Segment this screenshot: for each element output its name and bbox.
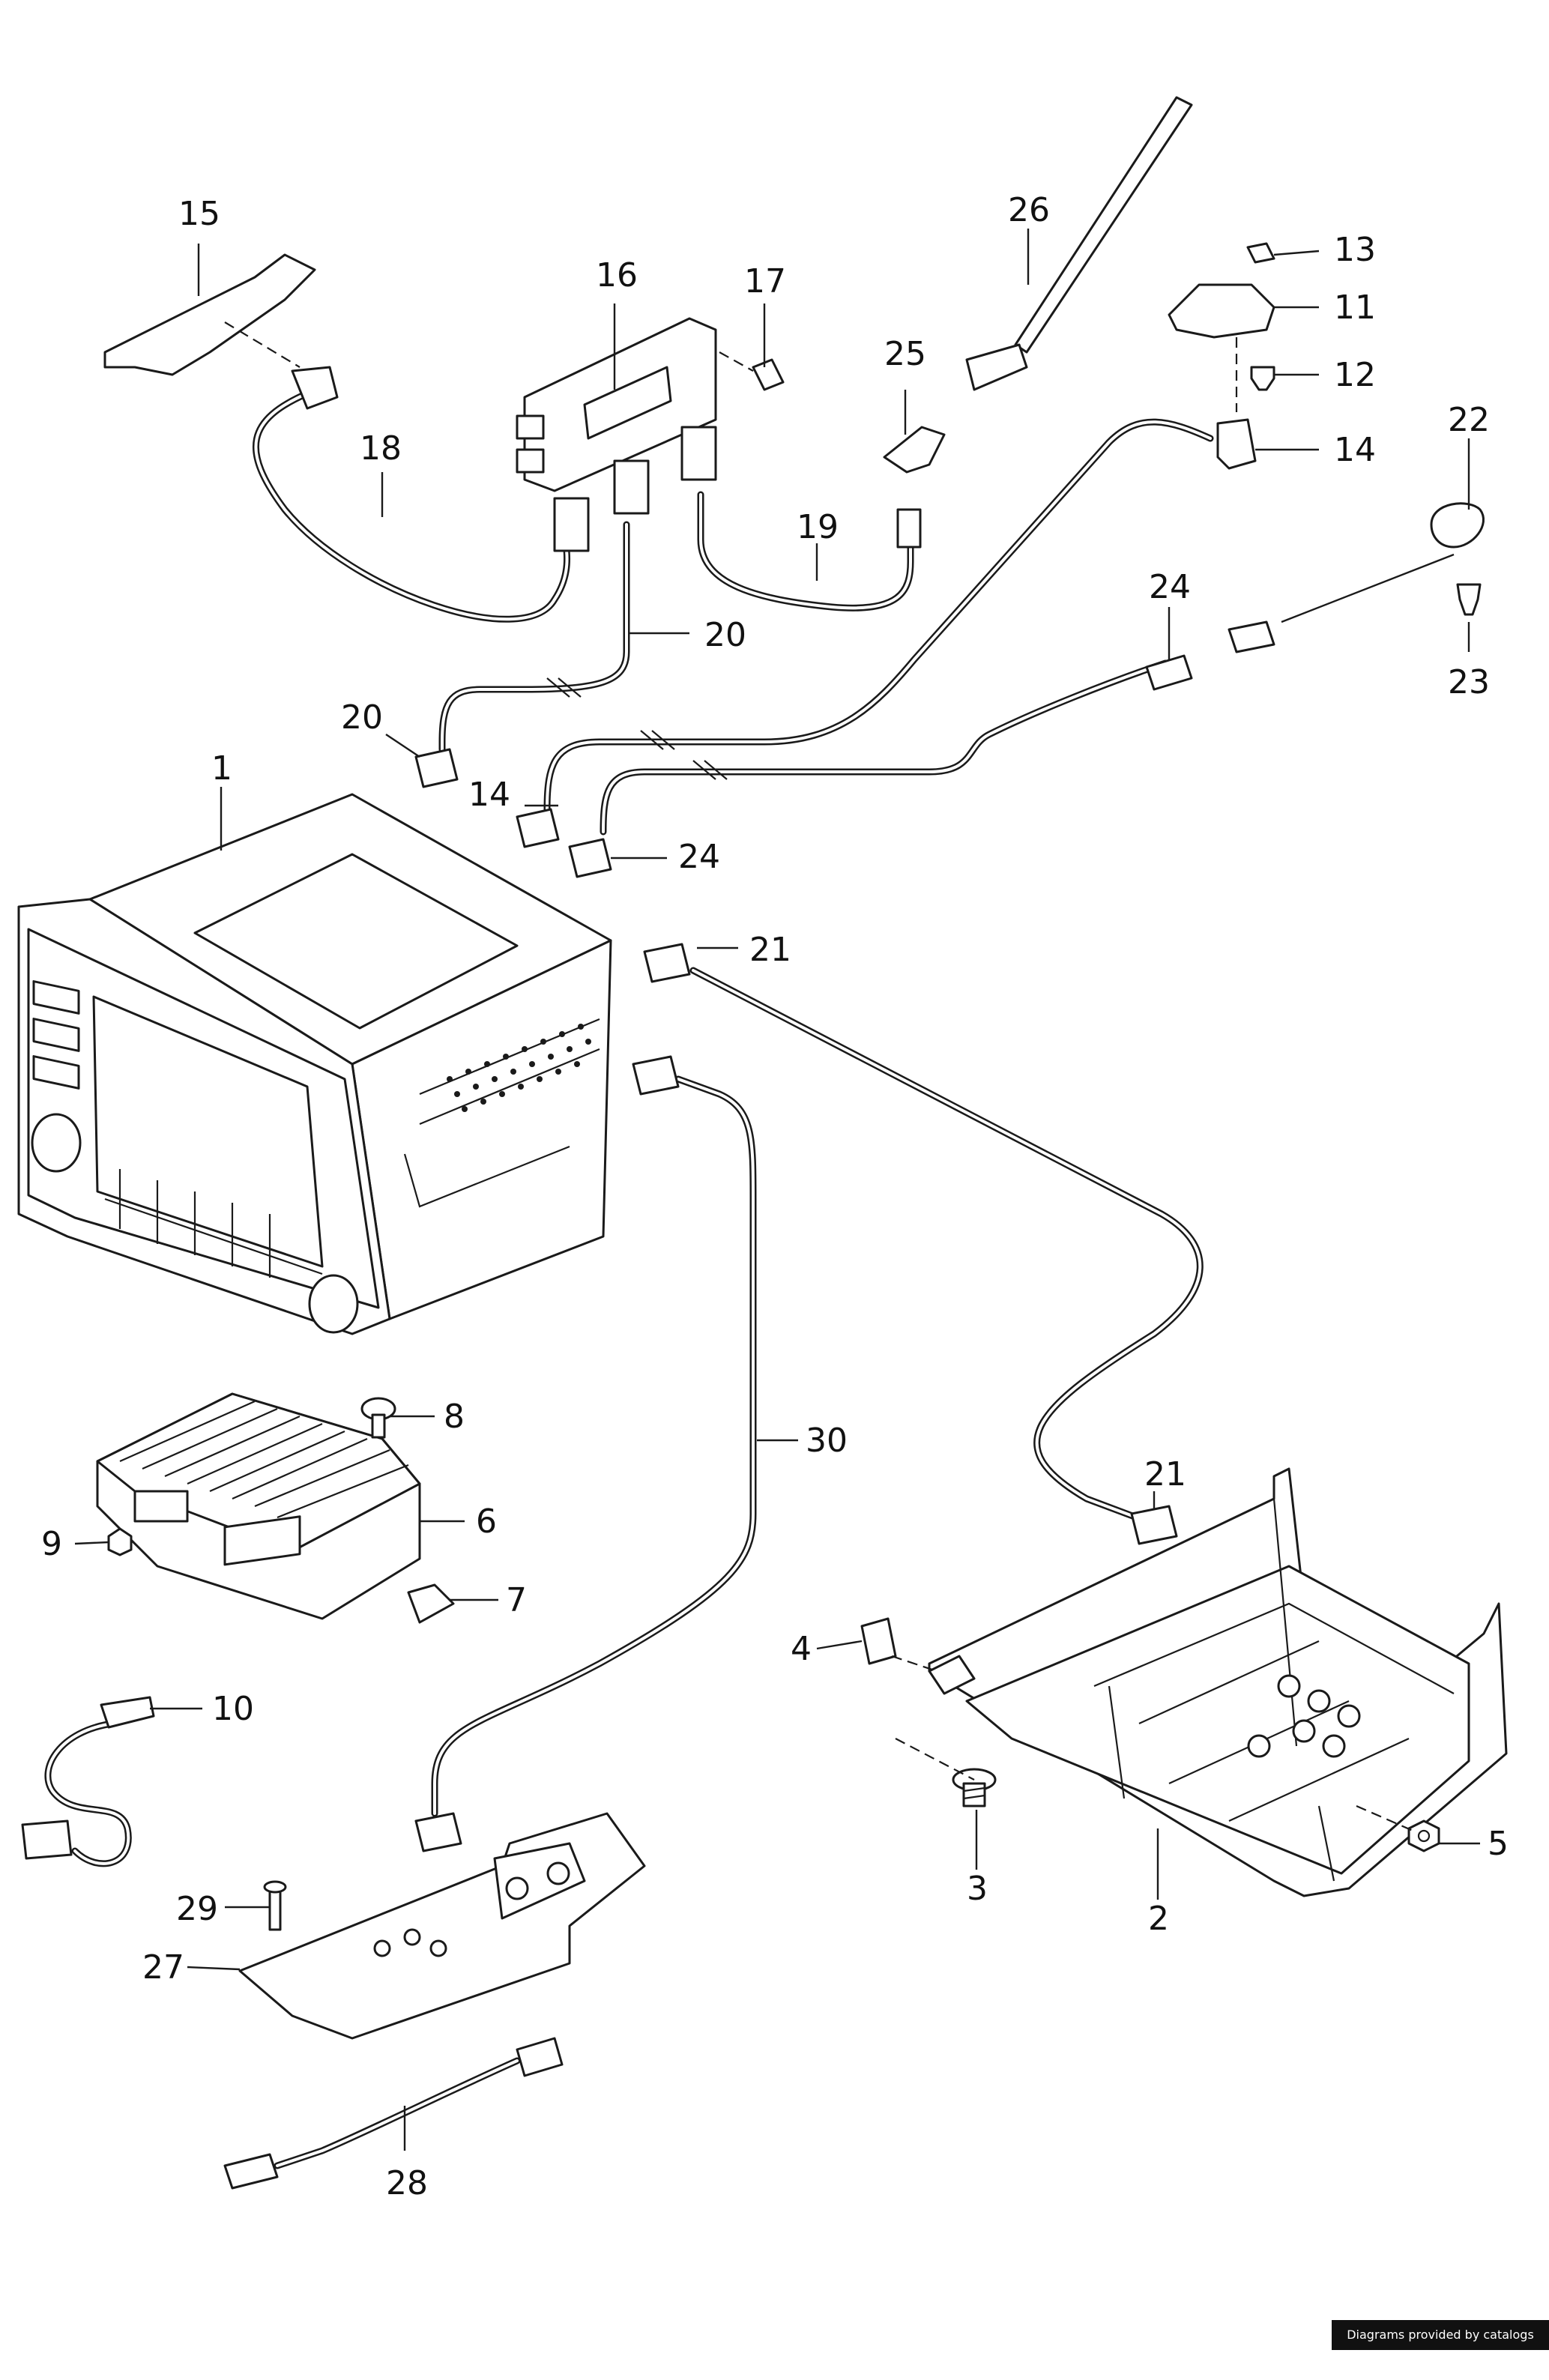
cable-28: [274, 2057, 521, 2169]
callout-26: 26: [1008, 191, 1050, 229]
cable-14: [543, 418, 1214, 813]
connector-28: [223, 2037, 564, 2190]
plug-30-top: [632, 1055, 680, 1096]
connector-10: [21, 1696, 155, 1860]
antenna-rod-26: [965, 96, 1193, 391]
screw-12: [1250, 366, 1275, 391]
plug-16-b: [613, 459, 650, 515]
cable-20: [438, 521, 630, 753]
callout-12: 12: [1334, 356, 1376, 394]
callout-7: 7: [506, 1581, 527, 1619]
nut-5: [1407, 1819, 1440, 1852]
cable-22: [1281, 553, 1455, 623]
callout-29: 29: [176, 1890, 218, 1928]
callout-30: 30: [806, 1422, 848, 1460]
screw-23: [1456, 583, 1482, 616]
mounting-tray: [928, 1467, 1508, 1897]
screw-3: [952, 1768, 997, 1807]
plug-30-bottom: [414, 1812, 462, 1852]
callout-23: 23: [1448, 663, 1490, 701]
amplifier-6: [96, 1392, 421, 1620]
nut-9: [107, 1527, 133, 1556]
clip-4: [860, 1617, 897, 1665]
callout-25: 25: [884, 335, 926, 373]
callout-20a: 20: [704, 616, 746, 654]
callout-15: 15: [178, 195, 220, 233]
connector-24-inline: [1145, 620, 1275, 691]
callout-5: 5: [1488, 1825, 1509, 1863]
credit-badge: Diagrams provided by catalogs parts: [1332, 2320, 1549, 2372]
screw-29: [263, 1880, 287, 1931]
radio-head-unit: [17, 793, 612, 1335]
assembly-lines: [224, 321, 1417, 1834]
callout-labels: 1 2 3 4 5 6 7 8 9 10 11 12 13 14 14 15 1…: [41, 191, 1509, 2202]
module-16: [516, 317, 717, 492]
leader-lines: [74, 229, 1480, 2151]
callout-10: 10: [212, 1690, 254, 1728]
callout-28: 28: [386, 2164, 428, 2202]
cable-18: [252, 390, 570, 623]
callout-1: 1: [211, 749, 232, 788]
callout-11: 11: [1334, 289, 1376, 327]
cable-24: [600, 659, 1169, 836]
cable-break-marks: [546, 677, 728, 780]
cable-19: [697, 491, 914, 611]
callout-17: 17: [744, 262, 786, 300]
vent-grille: [447, 1024, 591, 1112]
antenna-amp-15: [103, 253, 339, 410]
callout-14a: 14: [1334, 431, 1376, 469]
bracket-27: [238, 1812, 646, 2040]
antenna-base-22: [1430, 502, 1485, 549]
plug-21-top: [643, 943, 691, 983]
bracket-7: [407, 1583, 455, 1624]
callout-6: 6: [476, 1502, 497, 1541]
callout-13: 13: [1334, 231, 1376, 269]
clip-17: [752, 358, 785, 391]
callout-3: 3: [967, 1870, 988, 1908]
callout-27: 27: [142, 1948, 184, 1987]
callout-24a: 24: [1149, 568, 1191, 606]
callout-2: 2: [1148, 1900, 1169, 1938]
callout-22: 22: [1448, 401, 1490, 439]
callout-9: 9: [41, 1525, 62, 1563]
callout-8: 8: [444, 1398, 465, 1436]
plug-24-end: [568, 838, 612, 878]
cable-10: [44, 1720, 132, 1867]
callout-24b: 24: [678, 838, 720, 876]
plug-16-a: [553, 497, 590, 552]
plug-14-end: [516, 808, 560, 848]
callout-21a: 21: [749, 931, 791, 969]
cable-30: [431, 1075, 757, 1817]
plug-16-c: [680, 426, 717, 481]
callout-19: 19: [797, 508, 839, 546]
callout-16: 16: [596, 256, 638, 295]
callout-4: 4: [791, 1630, 812, 1668]
antenna-base-25: [883, 426, 946, 549]
callout-14b: 14: [468, 776, 510, 814]
plug-14-top: [1216, 418, 1257, 470]
callout-21b: 21: [1144, 1455, 1186, 1493]
callout-18: 18: [360, 429, 402, 468]
callout-20b: 20: [341, 698, 383, 737]
sensor-11: [1168, 283, 1275, 339]
cable-21: [689, 967, 1204, 1525]
nut-13: [1246, 242, 1275, 264]
plug-21-bottom: [1130, 1505, 1178, 1545]
bolt-8: [360, 1397, 396, 1439]
plug-20-end: [414, 748, 459, 788]
